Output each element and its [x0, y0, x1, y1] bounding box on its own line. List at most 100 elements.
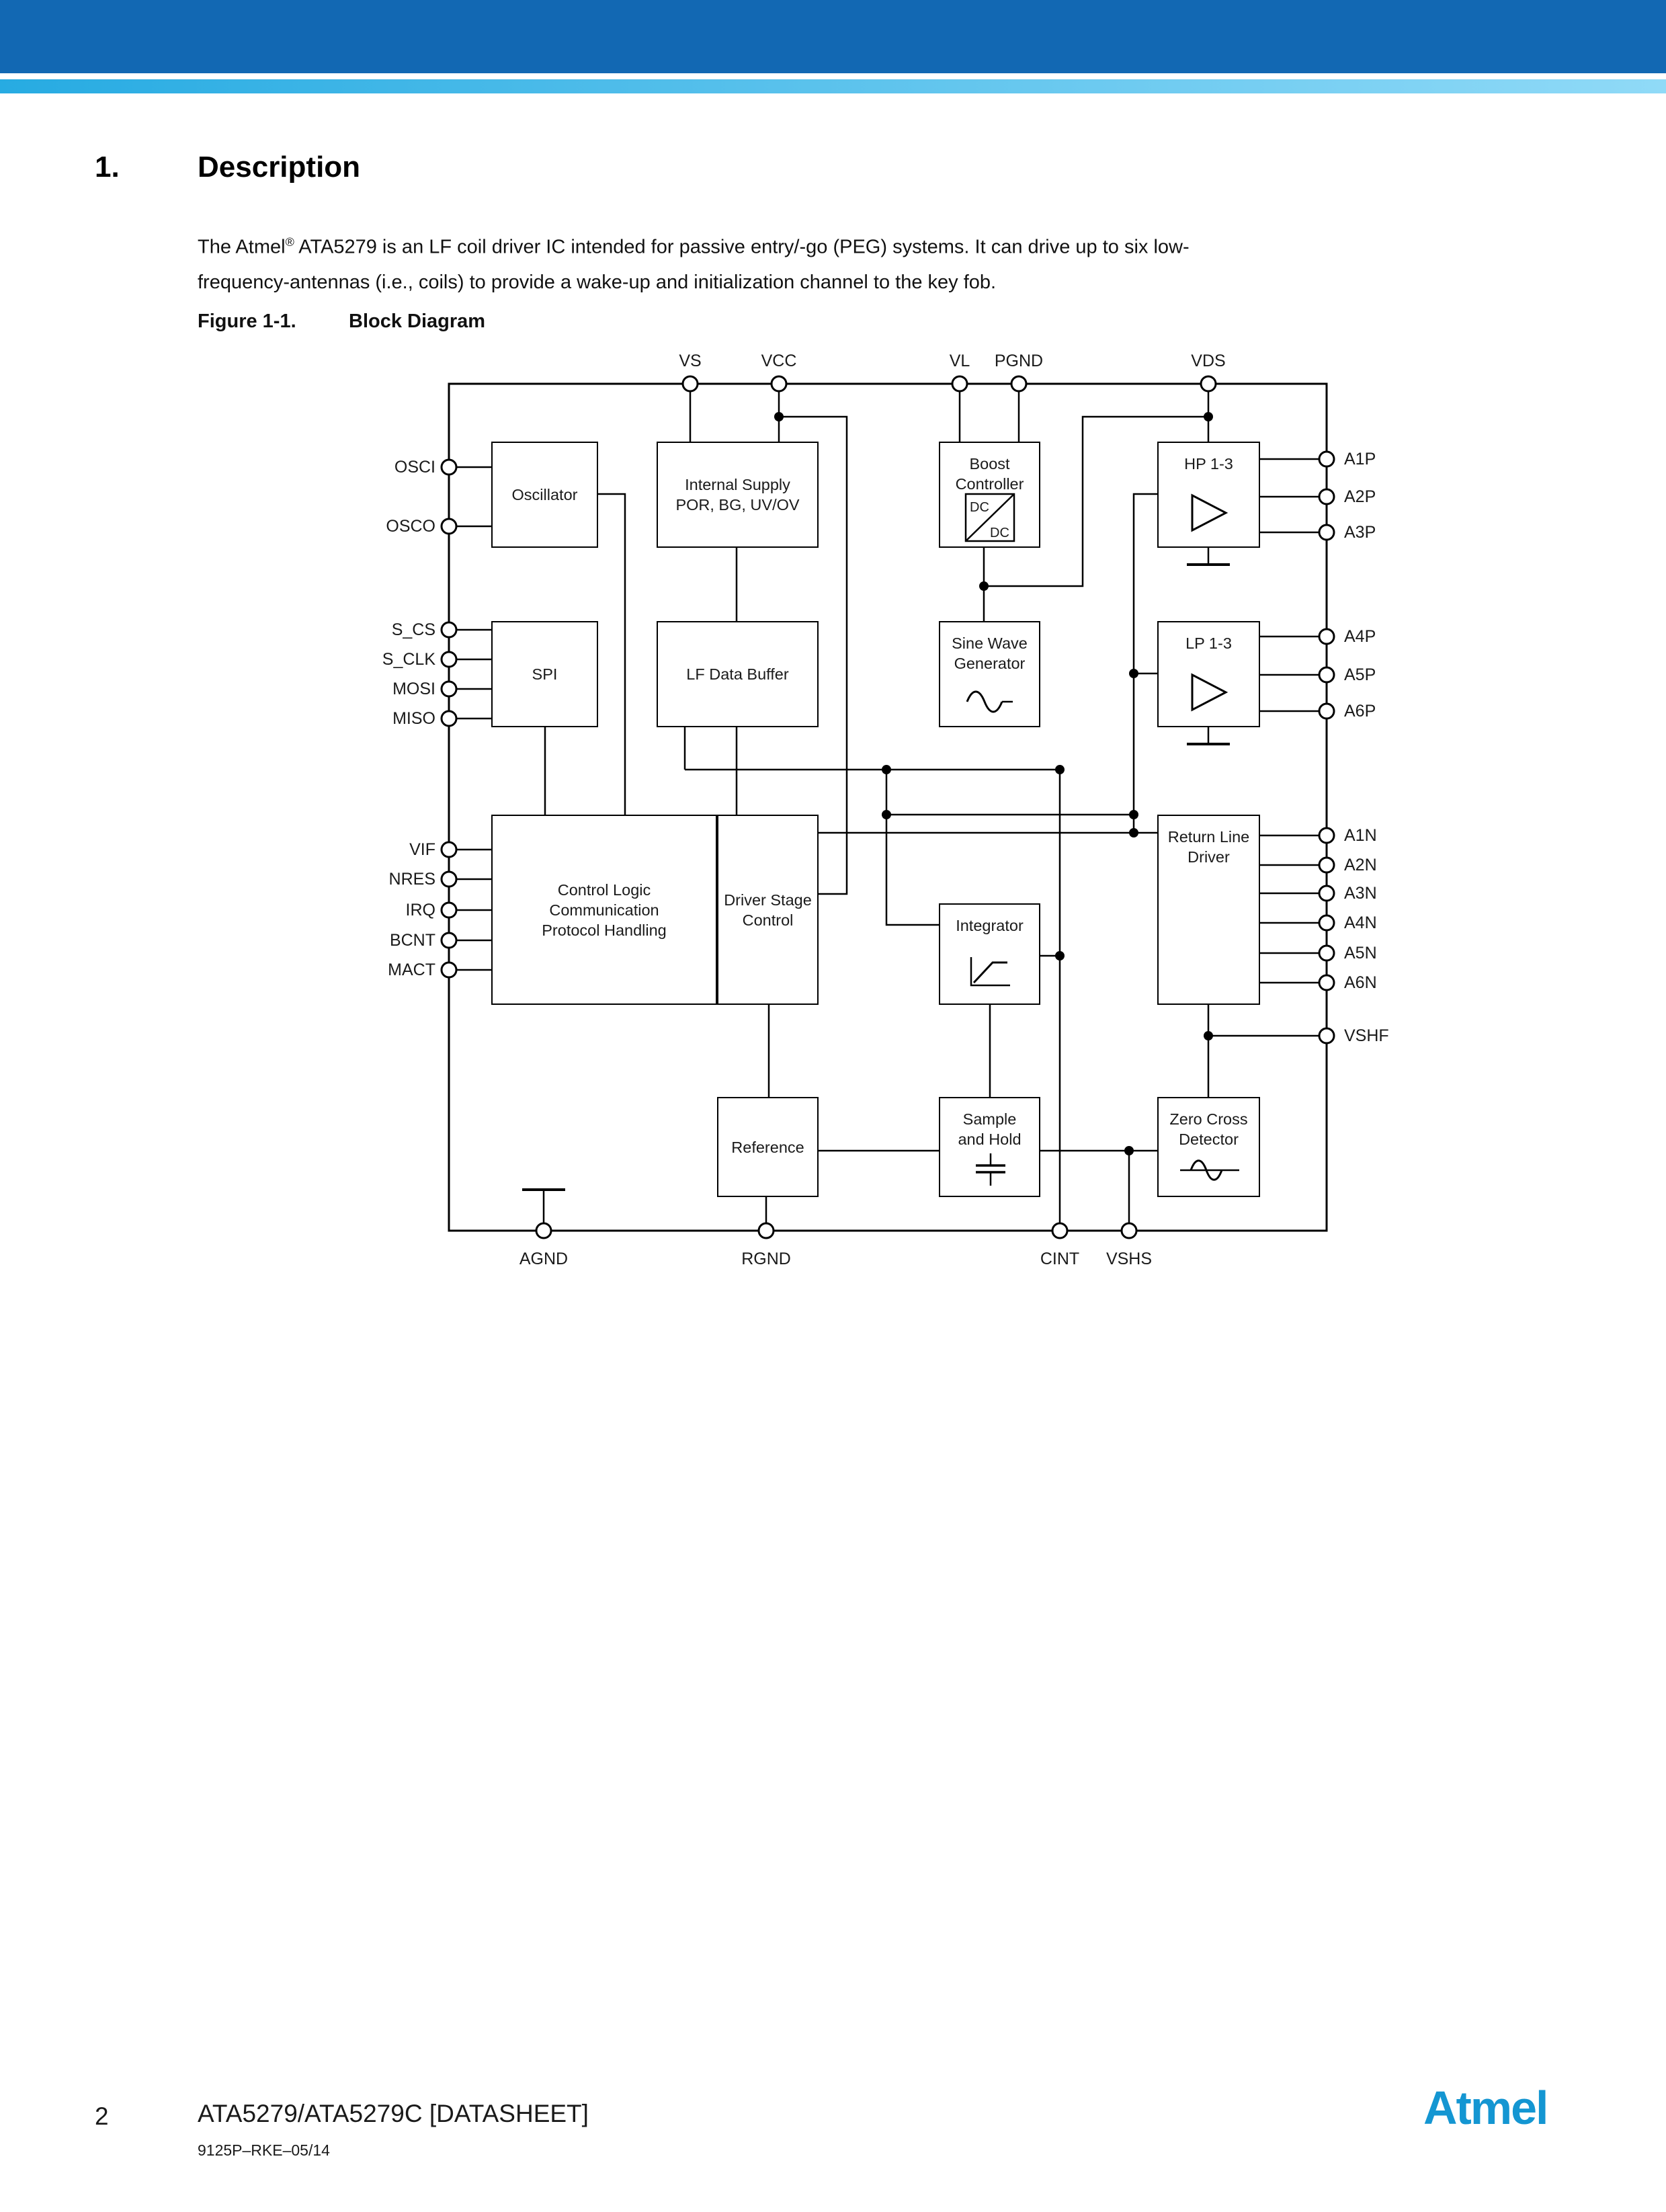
document-title: ATA5279/ATA5279C [DATASHEET] [198, 2100, 589, 2127]
pin-vds [1200, 375, 1217, 393]
pin-cint [1051, 1222, 1069, 1239]
pin-label-a6n: A6N [1344, 973, 1377, 992]
pin-label-a5n: A5N [1344, 944, 1377, 962]
block-spi: SPI [491, 621, 598, 727]
pin-a2n [1318, 856, 1335, 874]
pin-a5n [1318, 944, 1335, 962]
pin-label-agnd: AGND [519, 1250, 569, 1268]
pin-vl [951, 375, 968, 393]
amplifier-icon [1191, 493, 1228, 532]
pin-vshf [1318, 1027, 1335, 1044]
pin-label-a2n: A2N [1344, 856, 1377, 874]
pin-label-a2p: A2P [1344, 487, 1376, 506]
pin-label-a6p: A6P [1344, 702, 1376, 721]
pin-label-vl: VL [949, 352, 970, 370]
pin-vif [440, 841, 458, 858]
pin-label-miso: MISO [392, 709, 435, 728]
pin-osci [440, 458, 458, 476]
pin-s-clk [440, 651, 458, 668]
block-internal-supply-label: Internal Supply POR, BG, UV/OV [675, 476, 800, 514]
pin-label-cint: CINT [1040, 1250, 1080, 1268]
pin-label-mosi: MOSI [392, 680, 435, 698]
pin-label-nres: NRES [388, 870, 435, 889]
pin-label-rgnd: RGND [741, 1250, 791, 1268]
block-oscillator-label: Oscillator [511, 486, 578, 503]
block-sine-wave-generator: Sine Wave Generator [939, 621, 1040, 727]
pin-label-vshs: VSHS [1106, 1250, 1153, 1268]
block-driver-stage-control-label: Driver Stage Control [724, 891, 812, 929]
dcdc-bottom-label: DC [990, 526, 1009, 540]
block-lp-1-3: LP 1-3 [1157, 621, 1260, 727]
pin-terminals [440, 375, 1335, 1239]
pin-label-vcc: VCC [761, 352, 797, 370]
pin-mosi [440, 680, 458, 698]
pin-label-vshf: VSHF [1344, 1026, 1389, 1045]
pin-miso [440, 710, 458, 727]
pin-label-bcnt: BCNT [389, 931, 435, 950]
block-lf-data-buffer-label: LF Data Buffer [686, 665, 789, 683]
sine-wave-icon [966, 690, 1013, 713]
figure-title: Block Diagram [349, 311, 486, 332]
dc-dc-converter-icon: DC DC [964, 493, 1015, 542]
integrator-ramp-icon [970, 957, 1010, 987]
junction-dots [774, 412, 1213, 1155]
document-code: 9125P–RKE–05/14 [198, 2141, 330, 2159]
block-hp-1-3: HP 1-3 [1157, 442, 1260, 548]
pin-vcc [770, 375, 788, 393]
figure-label: Figure 1-1. [198, 311, 296, 332]
block-zero-cross-detector-label: Zero Cross Detector [1169, 1110, 1248, 1148]
block-sample-and-hold-label: Sample and Hold [958, 1110, 1022, 1148]
registered-mark: ® [285, 235, 294, 249]
pin-a6n [1318, 974, 1335, 991]
block-driver-stage-control: Driver Stage Control [717, 815, 819, 1005]
atmel-logo: Atmel [1423, 2082, 1548, 2134]
pin-a5p [1318, 666, 1335, 684]
pin-bcnt [440, 932, 458, 949]
intro-text-3: frequency-antennas (i.e., coils) to prov… [198, 271, 997, 293]
block-reference-label: Reference [731, 1138, 804, 1156]
pin-label-irq: IRQ [405, 901, 435, 919]
block-boost-controller-label: Boost Controller [955, 455, 1024, 493]
block-sine-wave-generator-label: Sine Wave Generator [952, 634, 1028, 672]
section-heading: 1. Description [95, 151, 360, 184]
pin-a4n [1318, 914, 1335, 932]
header-bar [0, 0, 1666, 73]
pin-agnd [535, 1222, 552, 1239]
header-accent-stripe [0, 79, 1666, 93]
diagram-outer-border [448, 382, 1328, 1232]
pin-label-pgnd: PGND [994, 352, 1044, 370]
intro-text-2: ATA5279 is an LF coil driver IC intended… [294, 236, 1190, 258]
block-boost-controller: Boost Controller DC DC [939, 442, 1040, 548]
pin-a1n [1318, 827, 1335, 844]
page-number: 2 [95, 2102, 109, 2130]
pin-label-osco: OSCO [386, 517, 435, 536]
section-number: 1. [95, 151, 120, 183]
block-lf-data-buffer: LF Data Buffer [657, 621, 819, 727]
pin-vshs [1120, 1222, 1138, 1239]
pin-vs [681, 375, 699, 393]
pin-a3p [1318, 524, 1335, 541]
pin-label-a1p: A1P [1344, 450, 1376, 468]
pin-label-vs: VS [679, 352, 702, 370]
block-zero-cross-detector: Zero Cross Detector [1157, 1097, 1260, 1197]
pin-a4p [1318, 628, 1335, 645]
block-hp-label: HP 1-3 [1184, 455, 1233, 473]
figure-caption: Figure 1-1. Block Diagram [198, 311, 485, 333]
intro-text-1: The Atmel [198, 236, 286, 258]
pin-label-s-cs: S_CS [391, 620, 435, 639]
block-return-line-driver: Return Line Driver [1157, 815, 1260, 1005]
intro-paragraph: The Atmel® ATA5279 is an LF coil driver … [198, 224, 1498, 300]
pin-label-osci: OSCI [394, 458, 435, 477]
block-control-logic-label: Control Logic Communication Protocol Han… [542, 880, 667, 939]
pin-s-cs [440, 621, 458, 639]
section-title: Description [198, 151, 361, 183]
pin-label-a3n: A3N [1344, 884, 1377, 903]
pin-label-s-clk: S_CLK [382, 650, 435, 669]
pin-nres [440, 870, 458, 888]
pin-rgnd [757, 1222, 775, 1239]
pin-irq [440, 901, 458, 919]
block-integrator: Integrator [939, 903, 1040, 1005]
pin-label-vds: VDS [1191, 352, 1226, 370]
amplifier-icon [1191, 673, 1228, 712]
